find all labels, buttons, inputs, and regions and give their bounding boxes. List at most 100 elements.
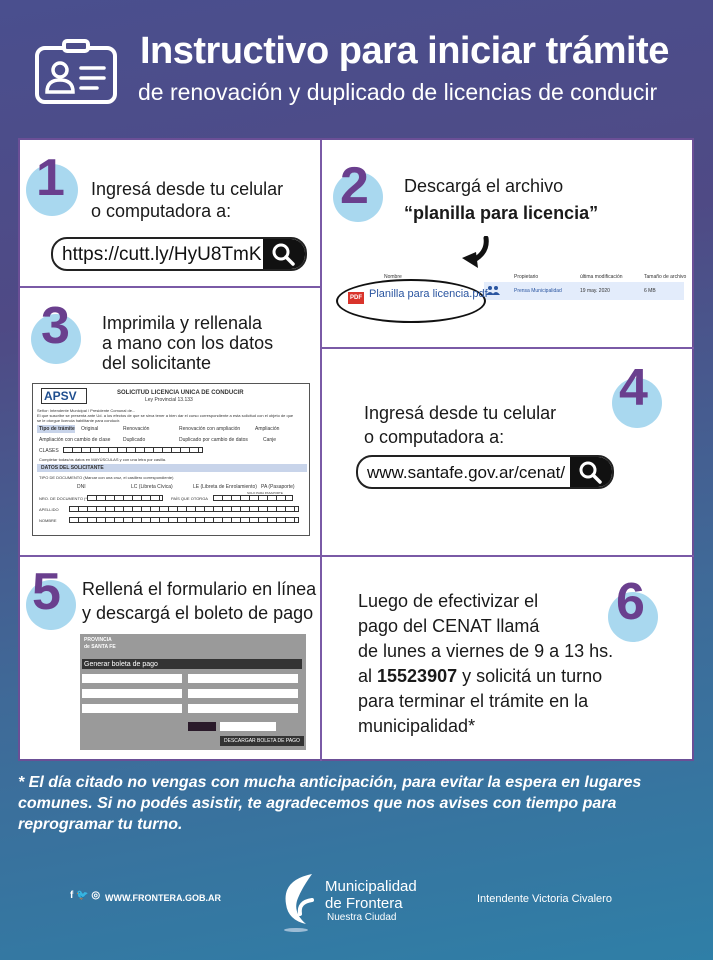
url-field[interactable]: www.santafe.gov.ar/cenat/ — [356, 455, 614, 489]
step-text: Ingresá desde tu celular — [364, 403, 557, 423]
step-text: y solicitá un turno — [457, 666, 603, 686]
form-option: Original — [81, 426, 99, 432]
id-card-icon — [35, 39, 117, 104]
logo-line1: Municipalidad — [325, 878, 417, 895]
step-number: 2 — [340, 157, 369, 215]
form-option: PA (Pasaporte) — [261, 484, 295, 490]
arrow-down-icon — [462, 236, 489, 268]
step-number: 3 — [41, 297, 70, 355]
file-list: Nombre Propietario última modificación T… — [334, 270, 694, 320]
download-button[interactable]: DESCARGAR BOLETA DE PAGO — [224, 738, 300, 744]
form-option: LC (Libreta Cívica) — [131, 484, 173, 490]
step-number-circle — [26, 164, 78, 216]
file-highlight-ellipse — [336, 279, 486, 323]
divider — [320, 555, 322, 761]
step-text: al 15523907 y solicitá un turno — [358, 665, 602, 687]
step-text: a mano con los datos — [102, 333, 274, 353]
social-icons: f 🐦 ◎ — [70, 890, 101, 901]
logo-sub: Nuestra Ciudad — [327, 912, 397, 923]
form-section: Tipo de trámite — [39, 426, 75, 432]
form-option: Canje — [263, 437, 277, 443]
step-text: al — [358, 666, 378, 686]
form-logo: de SANTA FE — [84, 644, 116, 650]
form-logo: PROVINCIA — [84, 637, 112, 643]
divider — [20, 555, 694, 557]
search-button[interactable] — [263, 239, 305, 269]
step-text: Imprimila y rellenala — [102, 313, 263, 333]
step-text: o computadora a: — [91, 201, 232, 221]
divider — [320, 347, 694, 349]
footnote: * El día citado no vengas con mucha anti… — [18, 774, 642, 833]
form-option: Ampliación con cambio de clase — [39, 437, 111, 443]
form-option: CLASES — [39, 448, 59, 454]
file-owner: Prensa Municipalidad — [514, 288, 562, 294]
form-option: Ampliación — [255, 426, 280, 432]
step-text: del solicitante — [102, 353, 212, 373]
step-number: 6 — [616, 573, 645, 631]
logo-line2: de Frontera — [325, 895, 403, 912]
step-text: Luego de efectivizar el — [358, 591, 539, 611]
step-text: Descargá el archivo — [404, 176, 564, 196]
form-text: Señor: Intendente Municipal / Presidente… — [37, 408, 136, 413]
step-text: para terminar el trámite en la — [358, 691, 589, 711]
search-button[interactable] — [570, 457, 612, 487]
step-text: “planilla para licencia” — [404, 203, 599, 223]
url-text: www.santafe.gov.ar/cenat/ — [367, 463, 566, 482]
form-option: Renovación — [123, 426, 150, 432]
phone-number: 15523907 — [377, 666, 458, 686]
steps-grid: 1 Ingresá desde tu celular o computadora… — [18, 138, 694, 761]
apsv-logo: APSV — [41, 388, 87, 404]
step-text: pago del CENAT llamá — [358, 616, 540, 636]
form-option: DNI — [77, 484, 86, 490]
form-header: Generar boleta de pago — [84, 661, 158, 668]
step-number-circle — [31, 314, 81, 364]
divider — [20, 286, 320, 288]
form-option: NOMBRE — [39, 518, 57, 523]
page-title: Instructivo para iniciar trámite — [140, 30, 669, 72]
step-number: 1 — [36, 149, 65, 207]
municipality-logo-icon — [284, 874, 314, 932]
form-text: se le otorgue licencia habilitante para … — [37, 418, 121, 423]
url-text: https://cutt.ly/HyU8TmK — [62, 244, 262, 265]
license-form-image: APSV SOLICITUD LICENCIA UNICA DE CONDUCI… — [32, 383, 310, 536]
website-link[interactable]: WWW.FRONTERA.GOB.AR — [105, 893, 221, 903]
form-text: TIPO DE DOCUMENTO (Marcar con una cruz, … — [39, 475, 174, 480]
file-modified: 19 may. 2020 — [580, 288, 610, 294]
pdf-icon: PDF — [348, 292, 364, 304]
step-number-circle — [608, 592, 658, 642]
form-option: Duplicado por cambio de datos — [179, 437, 248, 443]
step-text: Rellená el formulario en línea — [82, 579, 317, 599]
search-icon — [272, 243, 295, 266]
form-option: PAÍS QUE OTORGA — [171, 496, 208, 501]
search-icon — [579, 461, 602, 484]
form-option: Duplicado — [123, 437, 146, 443]
col-modified: última modificación — [580, 274, 623, 280]
form-option: Renovación con ampliación — [179, 426, 241, 432]
step-text: municipalidad* — [358, 716, 476, 736]
col-name: Nombre — [384, 274, 402, 280]
page-subtitle: de renovación y duplicado de licencias d… — [138, 79, 658, 105]
step-number: 5 — [32, 563, 61, 621]
url-field[interactable]: https://cutt.ly/HyU8TmK — [51, 237, 307, 271]
form-text: Completar todas/os datos en MAYÚSCULAS y… — [39, 457, 167, 462]
step-number-circle — [333, 172, 383, 222]
col-owner: Propietario — [514, 274, 539, 280]
form-law: Ley Provincial 13.133 — [145, 397, 193, 403]
form-option: LE (Libreta de Enrolamiento) — [193, 484, 257, 490]
step-number: 4 — [619, 359, 648, 417]
step-text: Ingresá desde tu celular — [91, 179, 284, 199]
step-text: o computadora a: — [364, 427, 505, 447]
step-text: y descargá el boleto de pago — [82, 603, 314, 623]
intendente: Intendente Victoria Civalero — [477, 893, 612, 905]
online-form-image: PROVINCIA de SANTA FE Generar boleta de … — [80, 634, 306, 750]
form-option: NRO. DE DOCUMENTO (*) — [39, 496, 89, 501]
step-number-circle — [26, 580, 76, 630]
file-name-link[interactable]: Planilla para licencia.pdf — [369, 288, 488, 300]
file-size: 6 MB — [644, 288, 656, 294]
form-section: DATOS DEL SOLICITANTE — [41, 465, 104, 471]
form-option: APELLIDO — [39, 507, 59, 512]
file-row-highlight — [484, 282, 684, 300]
form-title: SOLICITUD LICENCIA UNICA DE CONDUCIR — [117, 390, 244, 396]
form-text: El que suscribe se presenta ante Ud. a l… — [37, 413, 294, 418]
step-text: de lunes a viernes de 9 a 13 hs. — [358, 641, 614, 661]
